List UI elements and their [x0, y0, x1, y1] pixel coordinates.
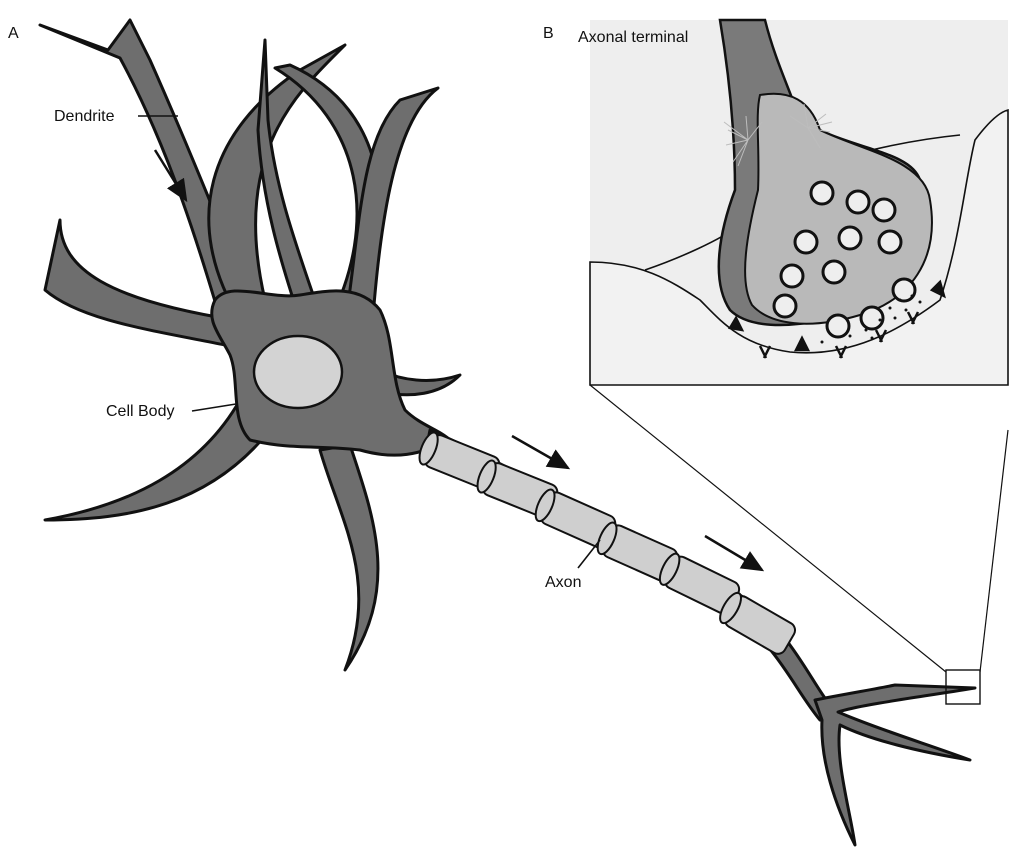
panel-b-label: B	[543, 25, 554, 42]
axon-label: Axon	[545, 574, 581, 591]
axon-terminal-branches	[815, 685, 975, 845]
synaptic-vesicle-icon	[861, 307, 883, 329]
synaptic-vesicle-icon	[774, 295, 796, 317]
synaptic-vesicle-icon	[823, 261, 845, 283]
synaptic-vesicle-icon	[795, 231, 817, 253]
synaptic-vesicle-icon	[781, 265, 803, 287]
signal-direction-arrow-icon	[705, 536, 762, 570]
synaptic-vesicle-icon	[873, 199, 895, 221]
cell-body-label: Cell Body	[106, 403, 174, 420]
synaptic-vesicle-icon	[811, 182, 833, 204]
nucleus	[254, 336, 342, 408]
dendrite-label: Dendrite	[54, 108, 115, 125]
callout-cell-body: Cell Body	[106, 403, 236, 420]
panel-a-label: A	[8, 25, 19, 42]
dendrite-bottom	[320, 445, 378, 670]
callout-axon: Axon	[545, 540, 600, 591]
synaptic-vesicle-icon	[893, 279, 915, 301]
signal-direction-arrow-icon	[512, 436, 568, 468]
synaptic-vesicle-icon	[827, 315, 849, 337]
axon-terminal-inset: Axonal terminal	[578, 20, 1008, 385]
synaptic-vesicle-icon	[839, 227, 861, 249]
synaptic-vesicle-icon	[879, 231, 901, 253]
myelin-sheath	[416, 430, 798, 657]
zoom-line	[980, 430, 1008, 672]
axonal-terminal-label: Axonal terminal	[578, 29, 688, 46]
synaptic-vesicle-icon	[847, 191, 869, 213]
